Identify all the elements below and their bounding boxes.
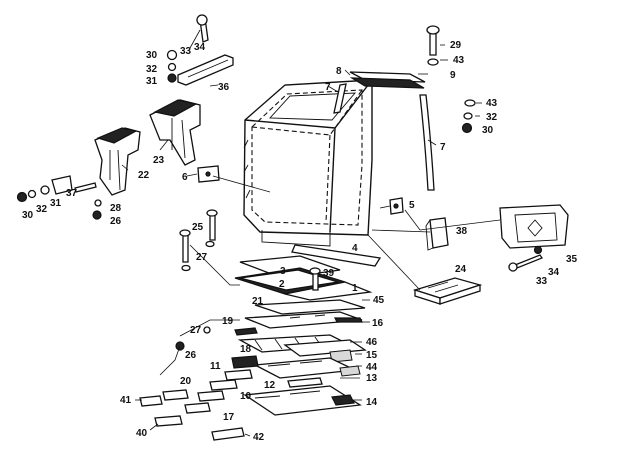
callout-16: 16: [372, 318, 384, 329]
callout-12: 12: [264, 380, 276, 391]
callout-11: 11: [210, 361, 221, 372]
callout-34a: 34: [194, 42, 206, 53]
callout-3: 3: [280, 266, 286, 277]
callout-20: 20: [180, 376, 192, 387]
right-hardware: [461, 99, 476, 134]
clip-5: [389, 197, 404, 215]
callout-35: 35: [566, 254, 578, 265]
callout-23: 23: [153, 155, 165, 166]
callout-30a: 30: [146, 50, 158, 61]
callout-41: 41: [120, 395, 132, 406]
bolts: [175, 209, 321, 351]
callout-32a: 32: [146, 64, 158, 75]
small-pads: [139, 355, 259, 441]
callout-30b: 30: [22, 210, 34, 221]
leader-lines: [121, 29, 501, 437]
callout-6: 6: [182, 172, 188, 183]
callout-43b: 43: [486, 98, 498, 109]
support-bracket-23: [149, 99, 201, 166]
callout-31b: 31: [50, 198, 62, 209]
callout-9: 9: [450, 70, 456, 81]
callout-27b: 27: [190, 325, 202, 336]
callout-10: 10: [240, 391, 252, 402]
callout-25: 25: [192, 222, 204, 233]
callout-17: 17: [223, 412, 235, 423]
callout-37: 37: [66, 188, 78, 199]
frame-assembly: [234, 244, 382, 301]
callout-24: 24: [455, 264, 467, 275]
callout-39: 39: [323, 268, 335, 279]
callout-21: 21: [252, 296, 264, 307]
callout-5: 5: [409, 200, 415, 211]
callout-40: 40: [136, 428, 148, 439]
callout-43a: 43: [453, 55, 465, 66]
callout-27a: 27: [196, 252, 208, 263]
left-hardware: [16, 175, 102, 220]
callout-34b: 34: [548, 267, 560, 278]
callout-36: 36: [218, 82, 230, 93]
callout-30c: 30: [482, 125, 494, 136]
callout-15: 15: [366, 350, 378, 361]
callout-46: 46: [366, 337, 378, 348]
callout-14: 14: [366, 397, 378, 408]
callout-13: 13: [366, 373, 378, 384]
callout-2: 2: [279, 279, 285, 290]
tie-rods-7: [333, 83, 435, 191]
callout-33b: 33: [536, 276, 548, 287]
block-38: [425, 217, 449, 251]
callout-45: 45: [373, 295, 385, 306]
callout-1: 1: [352, 283, 358, 294]
callout-38: 38: [456, 226, 468, 237]
callout-32b: 32: [36, 204, 48, 215]
callout-32c: 32: [486, 112, 498, 123]
mat-stack: [234, 299, 367, 363]
callout-22: 22: [138, 170, 150, 181]
callout-7a: 7: [325, 82, 331, 93]
callout-4: 4: [352, 243, 358, 254]
callout-44: 44: [366, 362, 378, 373]
callout-18: 18: [240, 344, 252, 355]
battery-box: [243, 79, 373, 247]
plate-6: [197, 165, 220, 183]
callout-26a: 26: [110, 216, 122, 227]
right-bracket-35: [499, 204, 569, 272]
callout-28: 28: [110, 203, 122, 214]
top-clamp-bar: [349, 25, 440, 89]
callout-8: 8: [336, 66, 342, 77]
clamp-24: [412, 277, 483, 305]
support-bracket-22: [94, 127, 141, 196]
mounting-strap-36: [166, 14, 234, 86]
callout-26b: 26: [185, 350, 197, 361]
callout-19: 19: [222, 316, 234, 327]
callout-42: 42: [253, 432, 265, 443]
callout-labels: 1 2 3 4 5 6 7 7 8 9 10 11 12 13 14 15 16…: [22, 40, 578, 443]
callout-7b: 7: [440, 142, 446, 153]
base-plates: [243, 357, 362, 416]
callout-33a: 33: [180, 46, 192, 57]
callout-31a: 31: [146, 76, 158, 87]
callout-29: 29: [450, 40, 462, 51]
